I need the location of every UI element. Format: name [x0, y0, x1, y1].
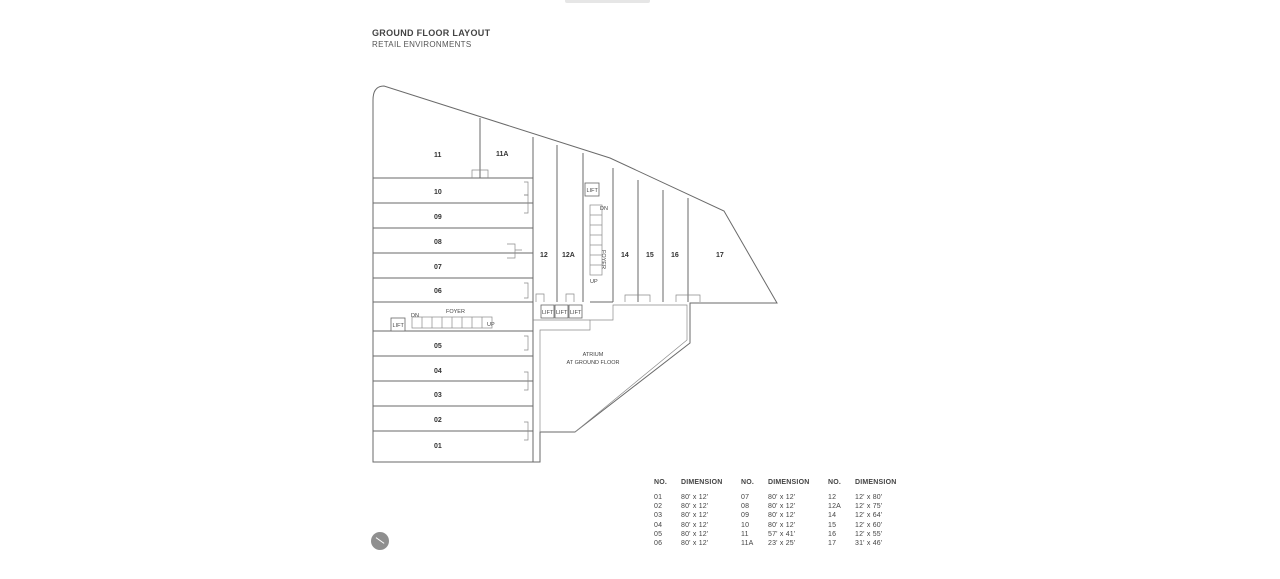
table-cell-no: 15 [828, 521, 837, 529]
header-dimension: DIMENSION [768, 479, 810, 486]
header-no: NO. [654, 479, 668, 486]
foyer-label: FOYER [446, 309, 465, 315]
table-column-2-dim: DIMENSION 80' x 12' 80' x 12' 80' x 12' … [768, 479, 809, 548]
unit-label-05: 05 [434, 343, 442, 350]
page-title: GROUND FLOOR LAYOUT [372, 28, 491, 38]
table-cell-dim: 12' x 60' [855, 521, 883, 529]
compass-icon [371, 532, 389, 550]
table-cell-no: 14 [828, 512, 837, 520]
outer-boundary [372, 85, 778, 463]
unit-label-09: 09 [434, 214, 442, 221]
table-cell-no: 12A [828, 503, 842, 511]
unit-label-16: 16 [671, 252, 679, 259]
table-cell-dim: 80' x 12' [768, 503, 796, 511]
table-cell-dim: 80' x 12' [681, 539, 709, 547]
table-cell-dim: 31' x 46' [855, 539, 883, 547]
table-cell-no: 10 [741, 521, 750, 529]
unit-label-01: 01 [434, 443, 442, 450]
table-cell-dim: 12' x 75' [855, 503, 883, 511]
header-no: NO. [828, 479, 842, 486]
table-cell-dim: 57' x 41' [768, 530, 796, 538]
foyer-label-vertical: FOYER [600, 250, 606, 269]
lift-label: LIFT [393, 323, 405, 329]
unit-label-11: 11 [434, 152, 442, 159]
header-no: NO. [741, 479, 755, 486]
lift-boxes [390, 182, 600, 332]
table-cell-no: 06 [654, 539, 663, 547]
table-cell-dim: 80' x 12' [768, 521, 796, 529]
unit-label-06: 06 [434, 288, 442, 295]
page-subtitle: RETAIL ENVIRONMENTS [372, 40, 472, 49]
unit-label-12: 12 [540, 252, 548, 259]
atrium-label: ATRIUM [583, 352, 604, 358]
table-cell-no: 02 [654, 503, 663, 511]
table-cell-dim: 80' x 12' [768, 494, 796, 501]
table-column-3-dim: DIMENSION 12' x 80' 12' x 75' 12' x 64' … [855, 479, 896, 548]
atrium-outline [539, 304, 688, 433]
table-cell-no: 07 [741, 494, 750, 501]
table-cell-dim: 12' x 80' [855, 494, 883, 501]
lift-label: LIFT [570, 310, 582, 316]
table-cell-no: 12 [828, 494, 837, 501]
unit-label-17: 17 [716, 252, 724, 259]
staircase-vertical [589, 204, 603, 276]
table-cell-no: 17 [828, 539, 837, 547]
stair-up-label: UP [590, 279, 598, 285]
table-cell-dim: 80' x 12' [681, 530, 709, 538]
table-cell-no: 11 [741, 530, 749, 538]
table-cell-dim: 12' x 55' [855, 530, 883, 538]
table-column-1: NO. 01 02 03 04 05 06 [654, 479, 667, 548]
unit-label-07: 07 [434, 264, 442, 271]
table-cell-dim: 23' x 25' [768, 539, 796, 547]
table-cell-dim: 12' x 64' [855, 512, 883, 520]
table-cell-dim: 80' x 12' [681, 521, 709, 529]
table-cell-no: 04 [654, 521, 663, 529]
unit-label-15: 15 [646, 252, 654, 259]
table-column-1-dim: DIMENSION 80' x 12' 80' x 12' 80' x 12' … [681, 479, 722, 548]
header-dimension: DIMENSION [681, 479, 723, 486]
table-cell-dim: 80' x 12' [681, 494, 709, 501]
stair-up-label: UP [487, 322, 495, 328]
unit-label-11a: 11A [496, 151, 508, 158]
staircase-horizontal [411, 316, 493, 329]
table-cell-dim: 80' x 12' [681, 512, 709, 520]
unit-label-08: 08 [434, 239, 442, 246]
table-cell-no: 05 [654, 530, 663, 538]
table-cell-no: 08 [741, 503, 750, 511]
lift-label: LIFT [587, 188, 599, 194]
table-cell-no: 09 [741, 512, 750, 520]
atrium-sublabel: AT GROUND FLOOR [567, 360, 620, 366]
table-cell-no: 11A [741, 539, 754, 547]
header-dimension: DIMENSION [855, 479, 897, 486]
unit-label-04: 04 [434, 368, 442, 375]
table-cell-no: 01 [654, 494, 663, 501]
table-column-2: NO. 07 08 09 10 11 11A [741, 479, 754, 548]
unit-label-14: 14 [621, 252, 629, 259]
unit-label-03: 03 [434, 392, 442, 399]
stair-down-label: DN [600, 206, 608, 212]
table-cell-dim: 80' x 12' [681, 503, 709, 511]
unit-label-02: 02 [434, 417, 442, 424]
table-cell-dim: 80' x 12' [768, 512, 796, 520]
unit-label-12a: 12A [562, 252, 575, 259]
unit-label-10: 10 [434, 189, 442, 196]
table-cell-no: 16 [828, 530, 837, 538]
top-tab-indicator [565, 0, 650, 3]
lift-label: LIFT [556, 310, 568, 316]
stair-down-label: DN [411, 313, 419, 319]
lift-label: LIFT [542, 310, 554, 316]
table-column-3: NO. 12 12A 14 15 16 17 [828, 479, 841, 548]
door-marks [471, 169, 701, 441]
table-cell-no: 03 [654, 512, 663, 520]
